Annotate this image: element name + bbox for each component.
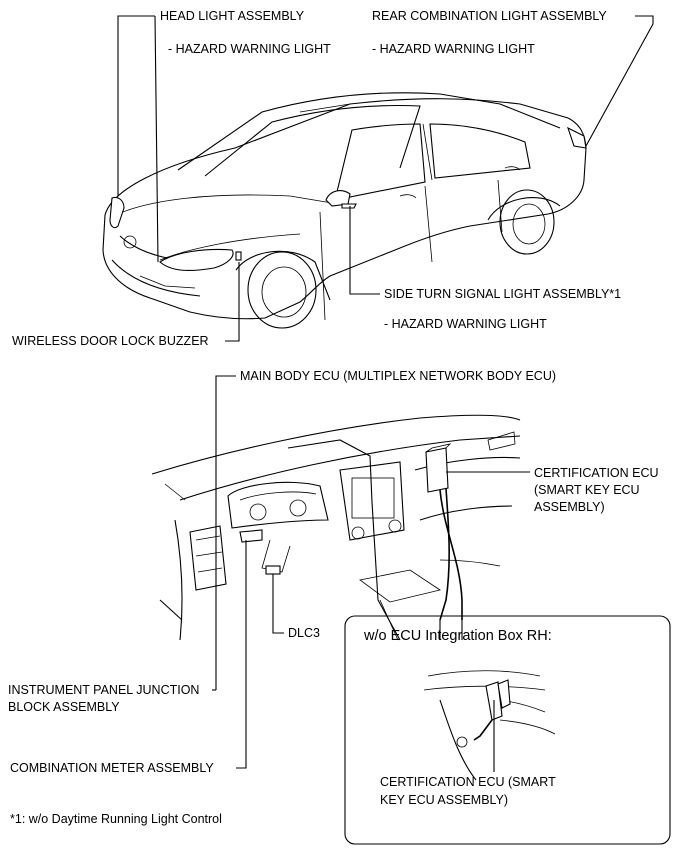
ipjb-label-2: BLOCK ASSEMBLY	[8, 700, 120, 714]
certification-ecu-label-1: CERTIFICATION ECU	[534, 466, 659, 480]
inset-box: w/o ECU Integration Box RH: CERTIFICATIO…	[344, 615, 671, 845]
inset-frame	[344, 615, 671, 845]
combination-meter-leader	[236, 540, 247, 769]
dashboard-illustration	[151, 414, 521, 641]
main-body-ecu-leader	[215, 375, 236, 690]
head-light-label: HEAD LIGHT ASSEMBLY	[160, 9, 305, 23]
head-light-leader	[117, 15, 155, 196]
inset-certification-label-1: CERTIFICATION ECU (SMART	[380, 775, 556, 789]
side-turn-label: SIDE TURN SIGNAL LIGHT ASSEMBLY*1	[384, 287, 621, 301]
footnote: *1: w/o Daytime Running Light Control	[10, 812, 222, 826]
rear-combination-label: REAR COMBINATION LIGHT ASSEMBLY	[372, 9, 607, 23]
buzzer-marker	[235, 251, 242, 261]
ipjb-marker	[189, 525, 227, 591]
inset-certification-label-2: KEY ECU ASSEMBLY)	[380, 793, 508, 807]
side-turn-sub-label: - HAZARD WARNING LIGHT	[384, 317, 547, 331]
certification-ecu-marker	[425, 447, 449, 493]
side-turn-leader	[349, 206, 380, 295]
combination-meter-label: COMBINATION METER ASSEMBLY	[10, 761, 214, 775]
rear-combination-sub-label: - HAZARD WARNING LIGHT	[372, 42, 535, 56]
combination-meter-marker	[227, 481, 329, 529]
rear-combination-leader	[585, 15, 654, 147]
callouts-top: HEAD LIGHT ASSEMBLY - HAZARD WARNING LIG…	[12, 9, 654, 348]
dlc3-leader	[272, 574, 284, 634]
dlc3-marker	[265, 565, 281, 575]
inset-title: w/o ECU Integration Box RH:	[363, 628, 552, 644]
callouts-dashboard: MAIN BODY ECU (MULTIPLEX NETWORK BODY EC…	[8, 369, 659, 826]
vehicle-illustration	[102, 92, 587, 329]
certification-ecu-label-3: ASSEMBLY)	[534, 500, 605, 514]
ipjb-label-1: INSTRUMENT PANEL JUNCTION	[8, 683, 199, 697]
buzzer-label: WIRELESS DOOR LOCK BUZZER	[12, 334, 209, 348]
buzzer-leader	[225, 262, 240, 342]
head-light-sub-label: - HAZARD WARNING LIGHT	[168, 42, 331, 56]
head-light-leader-2	[154, 15, 159, 263]
certification-ecu-label-2: (SMART KEY ECU	[534, 483, 640, 497]
dlc3-label: DLC3	[288, 626, 320, 640]
main-body-ecu-label: MAIN BODY ECU (MULTIPLEX NETWORK BODY EC…	[240, 369, 556, 383]
